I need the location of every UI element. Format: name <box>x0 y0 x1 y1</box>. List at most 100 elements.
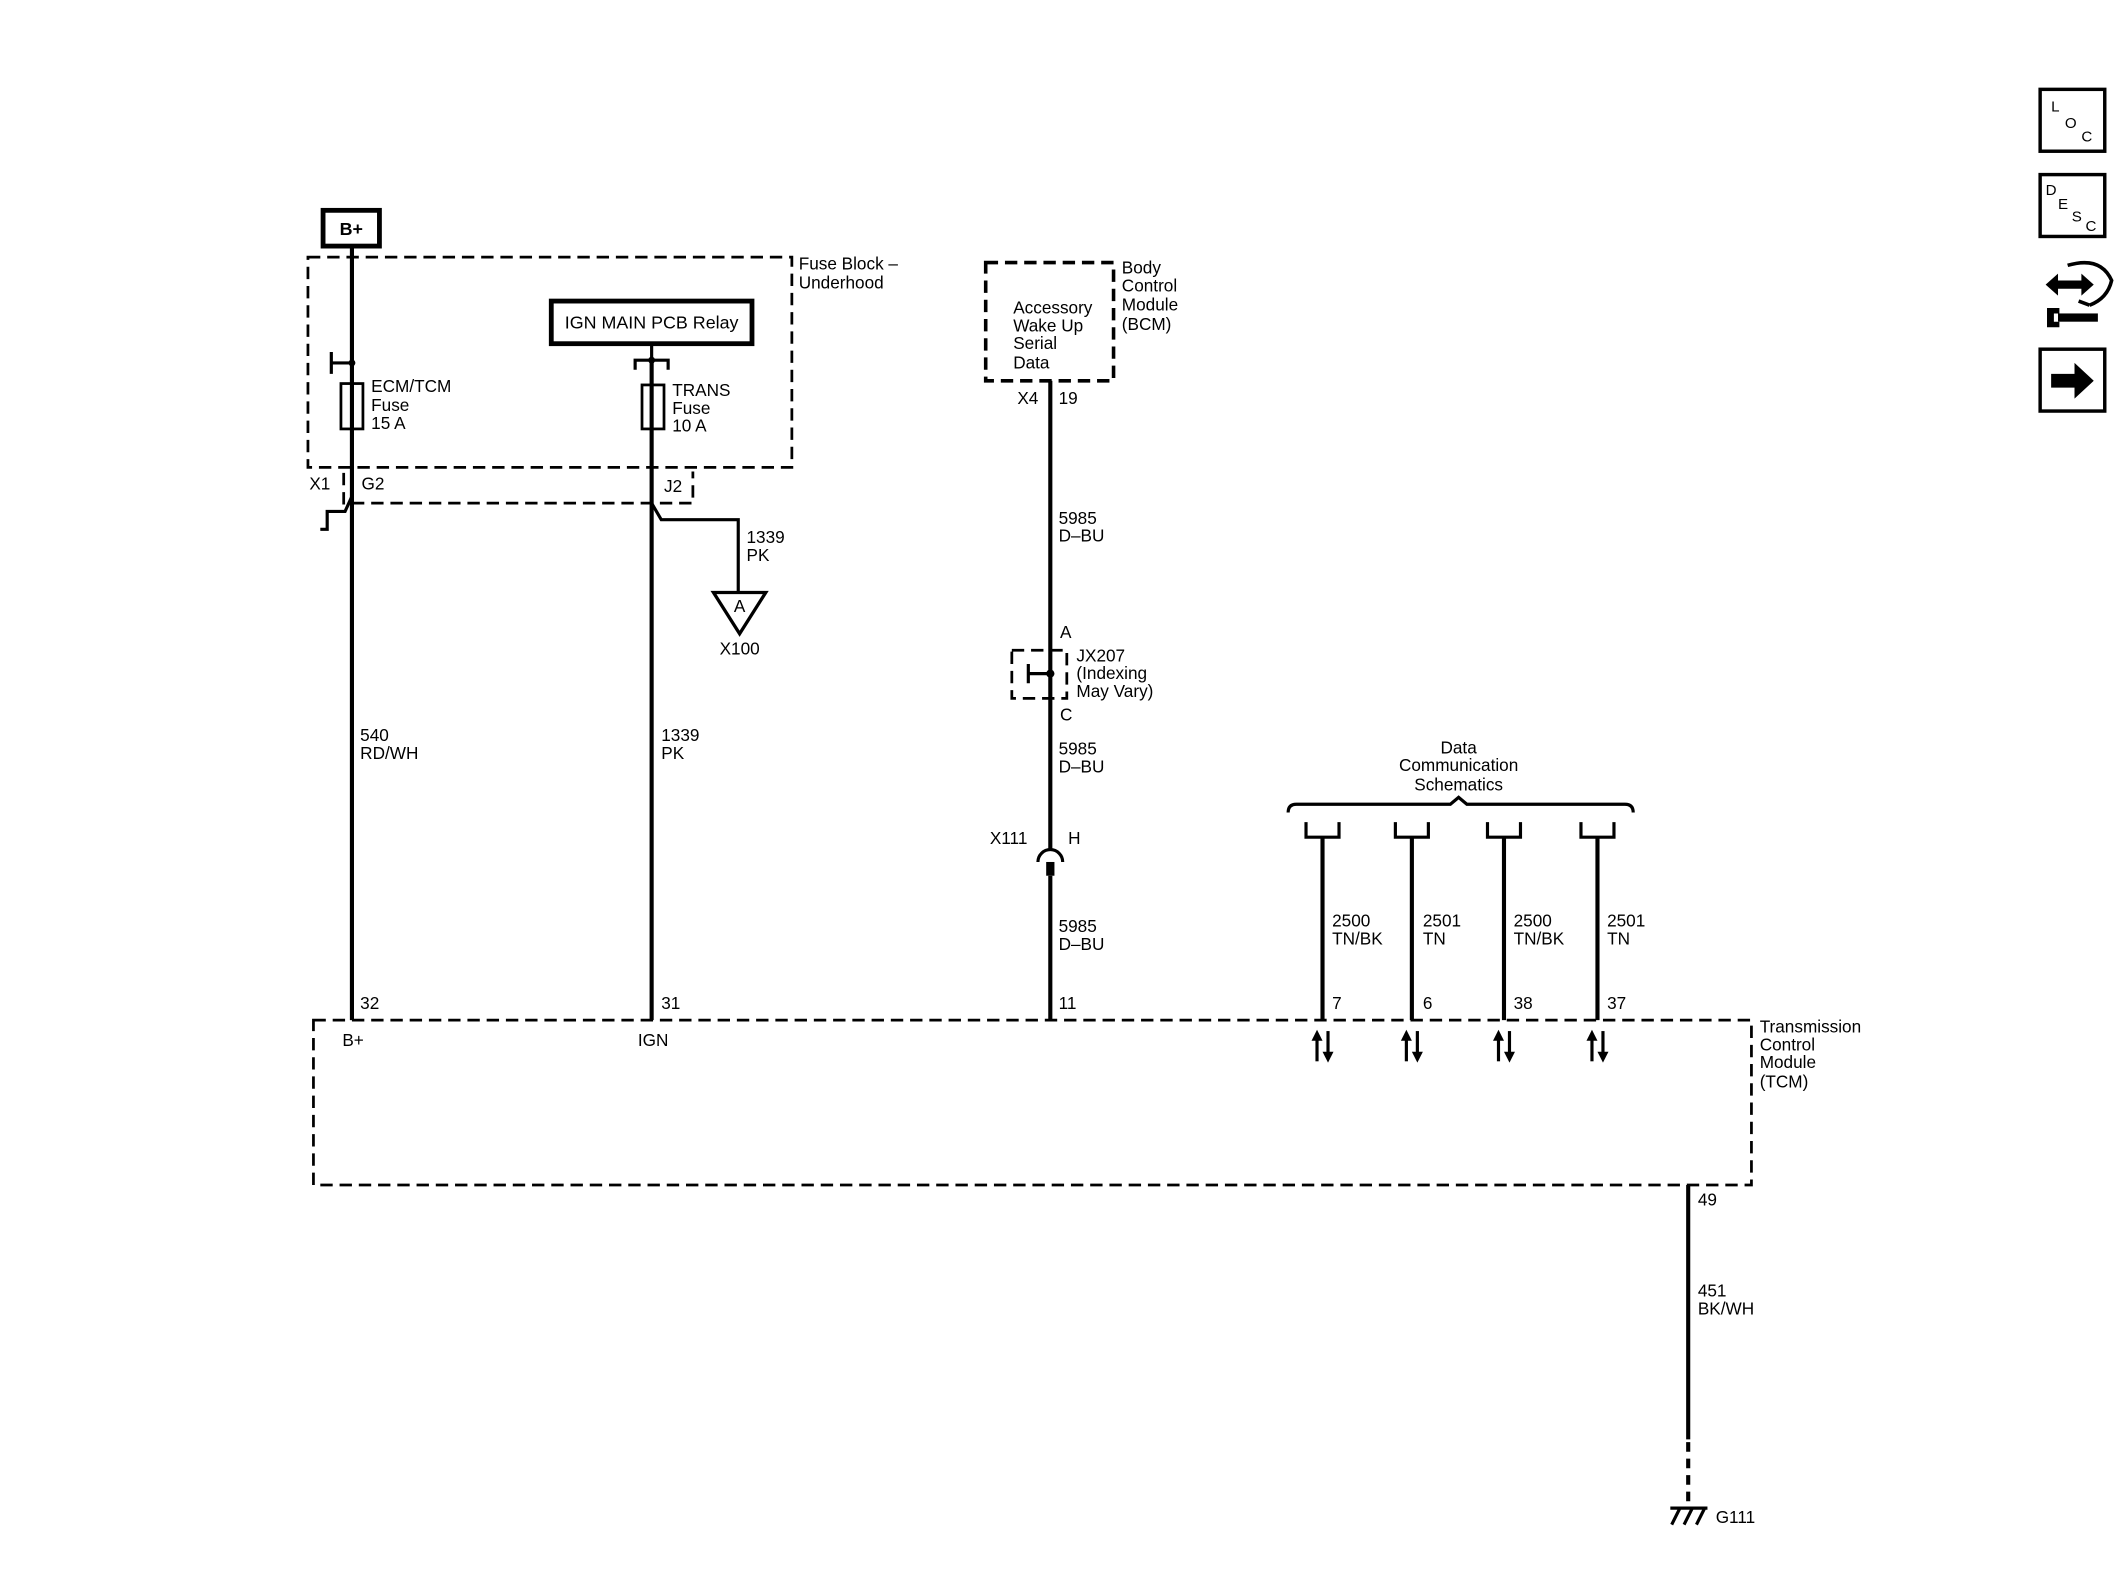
desc-button[interactable]: D E S C <box>2038 172 2107 239</box>
loc-icon: L O C <box>2051 98 2092 145</box>
wire-number: 2500 <box>1514 911 1552 931</box>
next-button[interactable] <box>2038 347 2107 413</box>
loc-button[interactable]: L O C <box>2038 87 2107 153</box>
x1-connector: X1 G2 J2 <box>309 471 695 531</box>
bcm-pin-number: 19 <box>1059 388 1078 408</box>
tcm-name-line4: (TCM) <box>1760 1071 1809 1091</box>
wire-color: BK/WH <box>1698 1298 1754 1318</box>
bcm-circuit-line3: Serial <box>1013 333 1057 353</box>
splice-name-line2: (Indexing <box>1076 663 1147 683</box>
tcm-pin-number: 32 <box>360 993 379 1013</box>
data-comm-label-line2: Communication <box>1399 755 1518 775</box>
fuse-label-name: ECM/TCM <box>371 376 451 396</box>
desc-letter-s: S <box>2072 208 2082 225</box>
desc-letter-e: E <box>2058 196 2068 213</box>
splice-pin-in: A <box>1060 622 1072 642</box>
b-plus-label: B+ <box>340 219 363 239</box>
connector-x111-label: X111 <box>990 828 1028 848</box>
bidirectional-arrow-icon <box>1311 1029 1334 1063</box>
connector-symbol <box>320 495 354 531</box>
wire-number: 2501 <box>1607 911 1645 931</box>
off-page-terminal <box>710 590 769 637</box>
pin-bracket <box>1393 822 1430 839</box>
inline-connector-x111: X111 H <box>990 828 1081 876</box>
tcm-pin-number: 38 <box>1514 993 1533 1013</box>
tcm-input-ign: IGN <box>638 1030 669 1050</box>
data-communication-group: Data Communication Schematics 2500 TN/BK… <box>1286 737 1645 1021</box>
wire-color: D–BU <box>1059 526 1105 546</box>
fuse-label-type: Fuse <box>672 398 710 418</box>
terminal-label: A <box>734 596 746 616</box>
tcm-name-line1: Transmission <box>1760 1016 1861 1036</box>
bcm-name-line1: Body <box>1122 258 1162 278</box>
wire-number: 1339 <box>661 725 699 745</box>
wire-number: 540 <box>360 725 389 745</box>
splice-pin-out: C <box>1060 704 1072 724</box>
loc-letter-c: C <box>2081 129 2092 146</box>
bcm-name-line2: Control <box>1122 275 1177 295</box>
bidirectional-arrow-icon <box>1586 1029 1609 1063</box>
splice-outline <box>1010 648 1069 700</box>
tcm-pin-number: 37 <box>1607 993 1626 1013</box>
fuse-block-name-line2: Underhood <box>799 273 884 293</box>
b-plus-source: B+ <box>320 207 382 249</box>
splice-name-line1: JX207 <box>1076 645 1125 665</box>
arrow-right-icon <box>2051 362 2094 399</box>
bidirectional-arrow-icon <box>1400 1029 1423 1063</box>
wire-1339-branch <box>650 502 740 592</box>
x100-branch: 1339 PK A X100 <box>650 502 785 658</box>
connector-x100-label: X100 <box>720 638 760 658</box>
female-terminal-symbol <box>1036 848 1065 863</box>
connector-pin-label: H <box>1068 828 1080 848</box>
splice-jx207: A JX207 (Indexing May Vary) C <box>1010 622 1153 724</box>
transmission-control-module: B+ IGN Transmission Control Module (TCM) <box>312 1016 1861 1187</box>
tcm-pin-number: 6 <box>1423 993 1433 1013</box>
wire-color: D–BU <box>1059 934 1105 954</box>
desc-letter-d: D <box>2046 182 2057 199</box>
pin-bracket <box>1485 822 1523 839</box>
ground-circuit: 49 451 BK/WH G111 <box>1670 1185 1755 1527</box>
wire-number: 451 <box>1698 1280 1727 1300</box>
wire-color: PK <box>661 743 684 763</box>
wire-color: TN/BK <box>1332 928 1383 948</box>
pin-bracket <box>1579 822 1616 839</box>
wire-number: 2501 <box>1423 911 1461 931</box>
wire-number: 5985 <box>1059 916 1097 936</box>
tcm-name-line3: Module <box>1760 1052 1816 1072</box>
relay-label: IGN MAIN PCB Relay <box>565 313 739 333</box>
bcm-circuit-line2: Wake Up <box>1013 315 1083 335</box>
bcm-name-line3: Module <box>1122 295 1178 315</box>
bcm-name-line4: (BCM) <box>1122 314 1172 334</box>
fuse-label-type: Fuse <box>371 395 409 415</box>
ground-g111-label: G111 <box>1716 1507 1755 1527</box>
tcm-name-line2: Control <box>1760 1034 1815 1054</box>
ign-main-relay: IGN MAIN PCB Relay <box>548 298 755 370</box>
loc-letter-o: O <box>2065 115 2077 132</box>
ecm-tcm-fuse: ECM/TCM Fuse 15 A <box>329 351 451 433</box>
wire-color: RD/WH <box>360 743 418 763</box>
wire-number: 5985 <box>1059 508 1097 528</box>
wire-number: 2500 <box>1332 911 1370 931</box>
tcm-pin-number: 49 <box>1698 1190 1717 1210</box>
desc-icon: D E S C <box>2046 182 2097 235</box>
wire-color: TN/BK <box>1514 928 1565 948</box>
ground-icon <box>1670 1506 1708 1526</box>
tools-button[interactable] <box>2045 260 2114 328</box>
bidirectional-arrow-icon <box>1492 1029 1515 1063</box>
x1-connector-outline <box>342 471 695 505</box>
tcm-pin-number: 31 <box>661 993 680 1013</box>
pin-j2-label: J2 <box>664 476 682 496</box>
data-comm-label-line1: Data <box>1440 737 1477 757</box>
loc-letter-l: L <box>2051 98 2059 115</box>
fuse-block-outline <box>306 255 794 469</box>
male-terminal-symbol <box>1046 861 1055 876</box>
tcm-input-b-plus: B+ <box>342 1030 363 1050</box>
data-comm-brace <box>1286 795 1635 813</box>
trans-fuse: TRANS Fuse 10 A <box>640 380 730 436</box>
pin-g2-label: G2 <box>362 473 385 493</box>
wire-number: 5985 <box>1059 739 1097 759</box>
connector-x4-label: X4 <box>1017 388 1038 408</box>
splice-name-line3: May Vary) <box>1076 681 1153 701</box>
tcm-outline <box>312 1018 1753 1187</box>
